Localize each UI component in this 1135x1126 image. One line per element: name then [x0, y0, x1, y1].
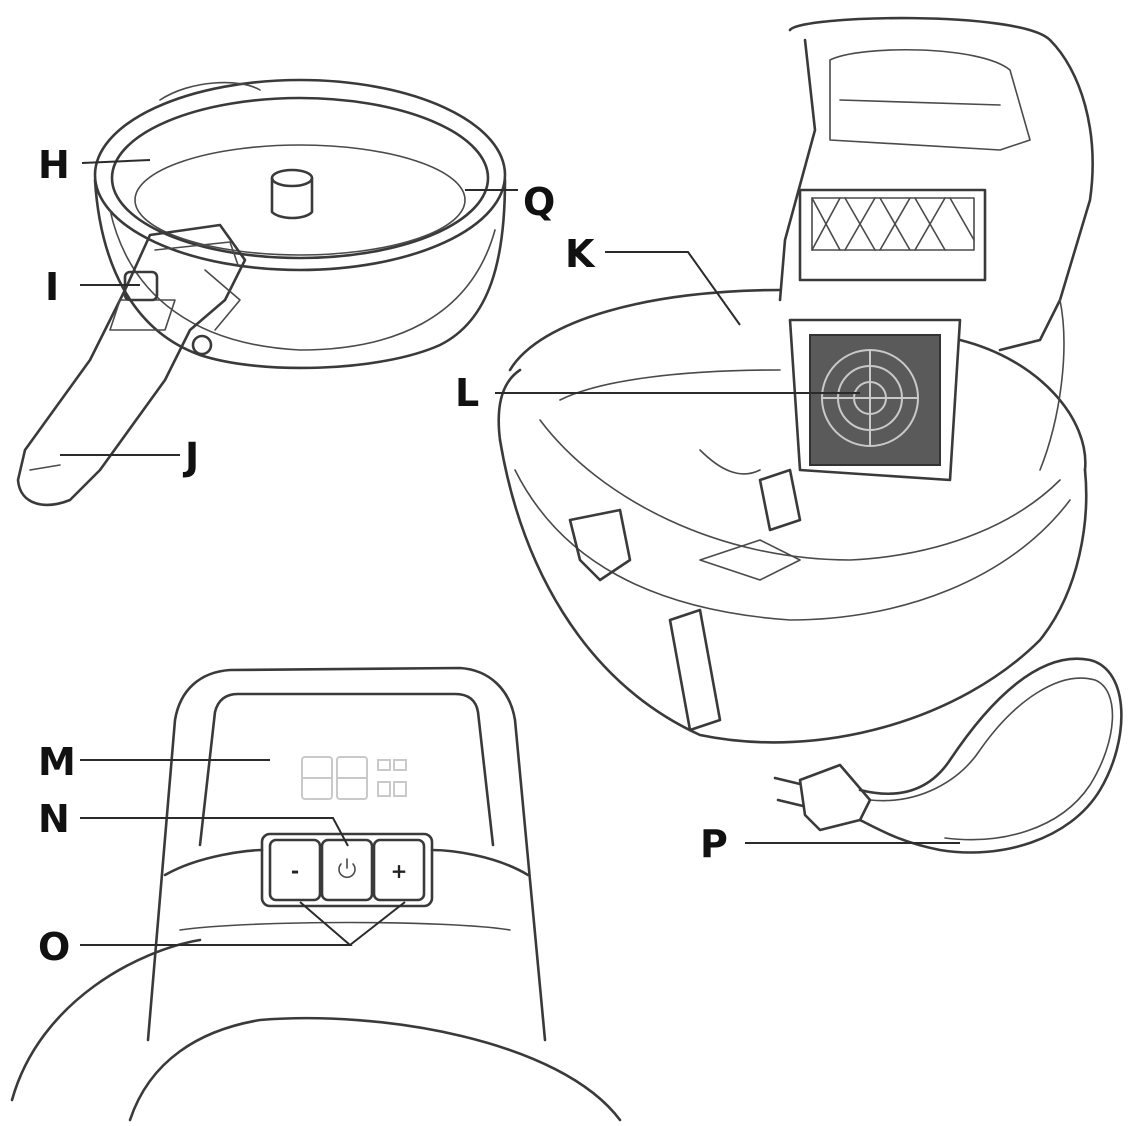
label-i: I: [45, 265, 59, 309]
leader-o-plus: [349, 901, 406, 946]
label-n: N: [38, 797, 70, 841]
leader-h: [81, 159, 151, 164]
control-panel-illustration: - +: [10, 666, 622, 1122]
plus-button[interactable]: +: [372, 838, 426, 902]
label-q: Q: [523, 180, 555, 224]
leader-k: [605, 251, 741, 326]
plus-button-label: +: [391, 859, 408, 883]
removable-bowl-illustration: [93, 78, 507, 370]
label-l: L: [455, 371, 479, 415]
label-p: P: [700, 822, 728, 866]
led-display: [301, 756, 407, 800]
leader-n: [80, 817, 349, 847]
label-m: M: [38, 740, 76, 784]
part-labels: H Q I J K L M N O P: [38, 143, 728, 969]
label-k: K: [565, 232, 596, 276]
label-h: H: [38, 143, 70, 187]
power-button[interactable]: [320, 838, 374, 902]
minus-button-label: -: [291, 859, 299, 883]
open-appliance-illustration: [497, 16, 1094, 744]
power-cord-illustration: [773, 657, 1123, 854]
power-icon: [338, 858, 356, 879]
minus-button[interactable]: -: [268, 838, 322, 902]
label-j: J: [182, 435, 199, 479]
leader-lines: [60, 159, 960, 946]
label-o: O: [38, 925, 70, 969]
